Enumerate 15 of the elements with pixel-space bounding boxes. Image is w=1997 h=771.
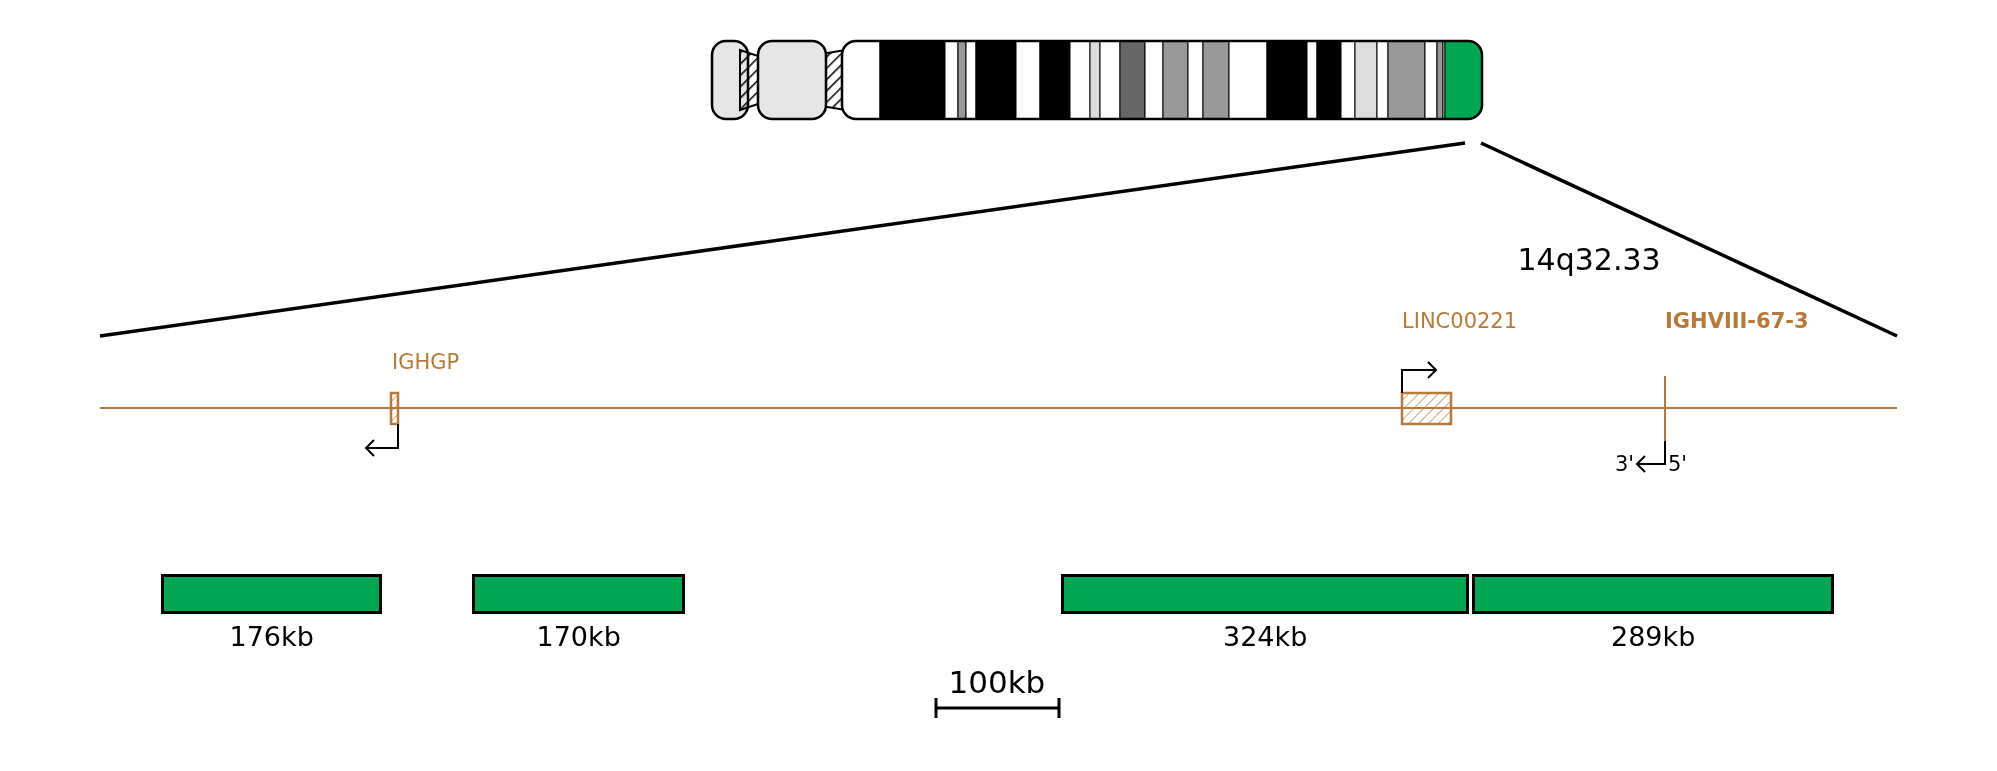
size-label: 289kb	[1611, 622, 1696, 650]
probe-bar	[161, 574, 382, 614]
scale-label: 100kb	[948, 666, 1046, 698]
probe-bar	[472, 574, 685, 614]
size-label: 324kb	[1223, 622, 1308, 650]
probe-bar	[1472, 574, 1834, 614]
gene-label: LINC00221	[1402, 310, 1518, 332]
probe-bar	[1061, 574, 1469, 614]
strand-label: 3'	[1615, 453, 1635, 475]
size-label: 170kb	[536, 622, 621, 650]
band-label: 14q32.33	[1517, 245, 1661, 275]
size-label: 176kb	[229, 622, 314, 650]
gene-label: IGHGP	[392, 351, 460, 373]
strand-label: 5'	[1668, 453, 1688, 475]
gene-label: IGHVIII-67-3	[1665, 310, 1809, 332]
